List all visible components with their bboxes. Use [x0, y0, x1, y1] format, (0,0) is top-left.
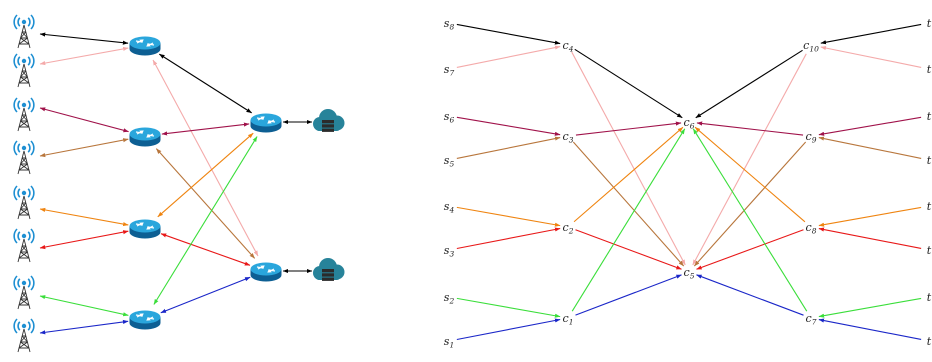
edge-s4-c2	[456, 206, 561, 227]
link-r4-core2	[160, 276, 251, 314]
node-label-c9: c9	[806, 130, 817, 145]
node-label-t7: t	[927, 63, 932, 76]
node-label-s2: s2	[444, 291, 455, 306]
left-network-diagram	[13, 14, 345, 353]
edge-c3-c6	[575, 121, 682, 136]
left-links-layer	[39, 32, 313, 335]
edge-c9-c5	[693, 141, 807, 267]
node-label-s5: s5	[444, 154, 455, 169]
link-t6-r3	[39, 230, 129, 250]
edge-t7-c10	[820, 45, 922, 68]
link-t5-r3	[39, 207, 129, 227]
link-t2-r1	[39, 46, 129, 66]
node-label-c7: c7	[806, 312, 817, 327]
radio-tower-icon	[13, 14, 35, 49]
edge-t1-c7	[818, 318, 922, 341]
node-label-s7: s7	[444, 63, 455, 78]
edge-c8-c6	[694, 126, 806, 223]
right-labels-layer: s8 s7 s6 s5 s4 s3 s2 s1 c4 c3 c2 c1 c6 c5 c10 c9 c8 c7 t t t…	[444, 17, 932, 350]
edge-c4-c6	[574, 48, 683, 119]
radio-tower-icon	[13, 275, 35, 310]
node-label-t3: t	[927, 244, 932, 257]
link-t1-r1	[39, 32, 129, 45]
link-t3-r2	[39, 107, 129, 133]
right-edges-layer	[456, 23, 922, 341]
edge-c7-c6	[692, 128, 808, 312]
link-r1-core2	[152, 59, 259, 257]
node-label-t5: t	[927, 154, 932, 167]
node-label-s1: s1	[444, 335, 454, 350]
edge-s3-c2	[456, 227, 561, 250]
edge-c4-c5	[571, 51, 686, 266]
link-r1-core1	[159, 53, 252, 114]
edge-s8-c4	[456, 23, 561, 45]
node-label-c1: c1	[563, 312, 574, 327]
cloud-server-icon	[313, 258, 345, 281]
node-label-t6: t	[927, 110, 932, 123]
node-label-t2: t	[927, 291, 932, 304]
edge-t6-c9	[818, 116, 922, 136]
router-icon	[250, 262, 282, 282]
edge-c9-c6	[696, 121, 804, 136]
edge-c10-c6	[695, 49, 803, 119]
router-icon	[129, 36, 161, 56]
node-label-t1: t	[927, 335, 932, 348]
link-t4-r2	[39, 138, 129, 158]
edge-c2-c5	[575, 229, 682, 270]
link-r2-core1	[161, 122, 250, 136]
router-icon	[129, 219, 161, 239]
radio-tower-icon	[13, 318, 35, 353]
node-label-c3: c3	[563, 130, 574, 145]
edge-s2-c1	[456, 297, 561, 318]
router-icon	[129, 127, 161, 147]
node-label-s3: s3	[444, 244, 455, 259]
edge-c10-c5	[692, 53, 807, 266]
right-graph-diagram: s8 s7 s6 s5 s4 s3 s2 s1 c4 c3 c2 c1 c6 c5 c10 c9 c8 c7 t t t…	[444, 17, 932, 350]
link-t8-r4	[39, 319, 129, 335]
edge-c2-c6	[573, 126, 684, 223]
link-r4-core1	[153, 136, 258, 305]
radio-tower-icon	[13, 185, 35, 220]
edge-c8-c5	[696, 229, 804, 270]
node-label-c6: c6	[684, 116, 695, 131]
left-icons-layer	[13, 14, 345, 353]
edge-s5-c3	[456, 136, 561, 159]
router-icon	[129, 310, 161, 330]
edge-c3-c5	[572, 141, 685, 267]
edge-s7-c4	[456, 45, 561, 68]
router-icon	[250, 113, 282, 133]
edge-c1-c6	[571, 128, 686, 312]
radio-tower-icon	[13, 53, 35, 88]
cloud-server-icon	[313, 109, 345, 132]
node-label-s8: s8	[444, 17, 455, 32]
node-label-s6: s6	[444, 110, 455, 125]
radio-tower-icon	[13, 97, 35, 132]
edge-s6-c3	[456, 116, 561, 136]
node-label-c4: c4	[563, 39, 574, 54]
edge-t3-c8	[818, 227, 922, 250]
node-label-c8: c8	[806, 221, 817, 236]
edge-t2-c7	[818, 297, 922, 318]
radio-tower-icon	[13, 140, 35, 175]
edge-t5-c9	[818, 136, 922, 159]
edge-c1-c5	[575, 274, 682, 316]
link-t7-r4	[39, 295, 129, 317]
edge-c7-c5	[696, 274, 804, 316]
node-label-c2: c2	[563, 221, 574, 236]
node-label-c10: c10	[803, 39, 819, 54]
node-label-s4: s4	[444, 200, 455, 215]
edge-t4-c8	[818, 206, 922, 227]
edge-s1-c1	[456, 318, 561, 341]
node-label-t8: t	[927, 17, 932, 30]
radio-tower-icon	[13, 228, 35, 263]
edge-t8-c10	[820, 23, 922, 45]
node-label-t4: t	[927, 200, 932, 213]
node-label-c5: c5	[684, 266, 695, 281]
